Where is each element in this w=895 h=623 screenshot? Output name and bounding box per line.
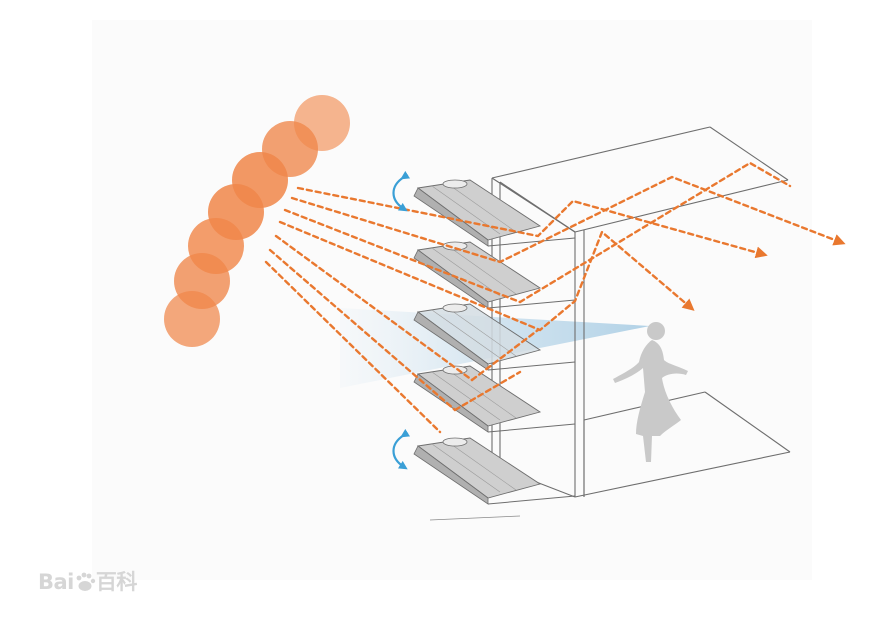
sun-path (164, 95, 350, 347)
reflected-ray (278, 220, 695, 332)
blocked-ray (264, 260, 442, 434)
louver-blade (413, 303, 576, 371)
sunlight-rays (264, 161, 846, 434)
watermark-text-chinese: 百科 (95, 570, 138, 594)
reflected-ray (283, 161, 792, 304)
curved-double-arrow-icon (392, 428, 411, 470)
louver-blades (413, 179, 576, 521)
louver-blade (413, 437, 576, 521)
reflected-ray (290, 175, 846, 264)
curved-double-arrow-icon (392, 170, 411, 212)
reflected-ray (470, 328, 540, 382)
sun-position (294, 95, 350, 151)
baidu-baike-watermark: Bai 百科 (38, 566, 137, 596)
reflected-ray (453, 370, 522, 412)
person-silhouette-icon (613, 322, 688, 462)
louver-blade (413, 241, 576, 309)
blocked-ray (268, 248, 457, 412)
reflected-ray (296, 186, 768, 259)
watermark-text-latin: Bai (38, 570, 74, 594)
louver-blade (413, 179, 576, 247)
paw-icon (76, 572, 96, 591)
blocked-ray (274, 234, 474, 382)
